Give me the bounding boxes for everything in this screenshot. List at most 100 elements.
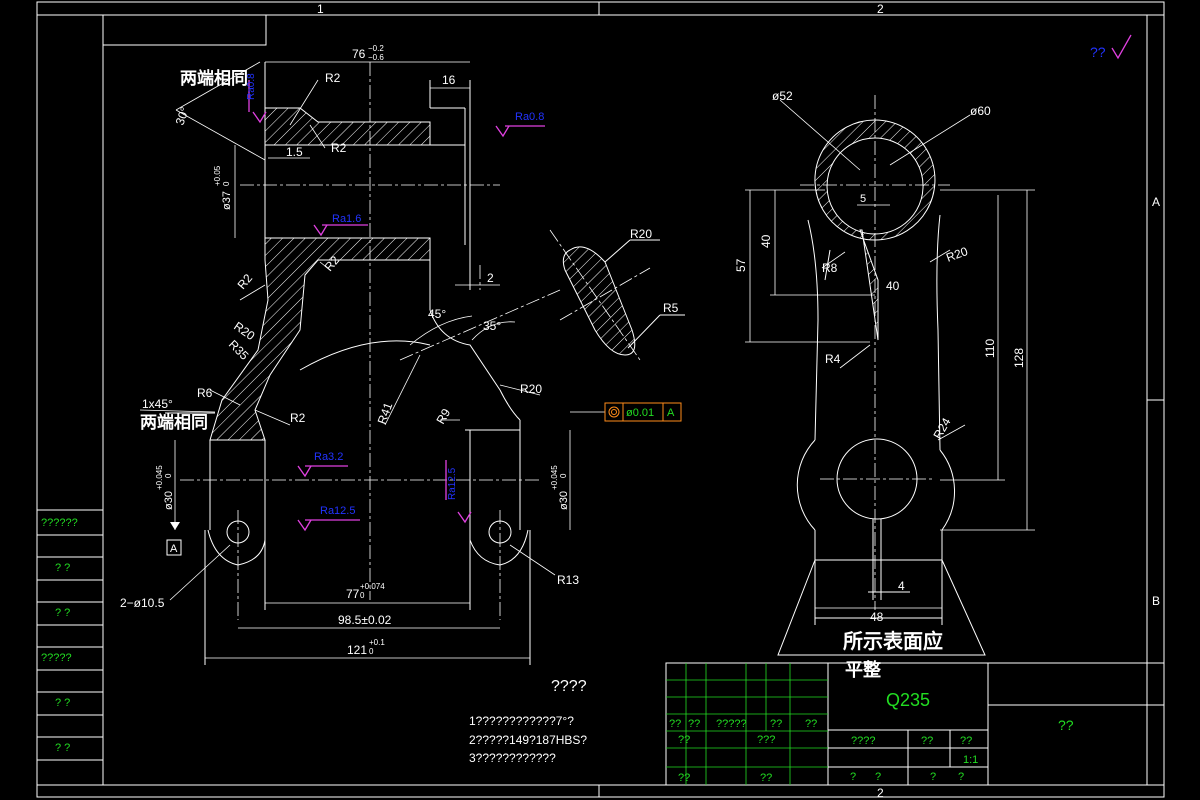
angle-45: 45° (428, 307, 446, 321)
side-dim-40-horizontal: 40 (886, 279, 900, 293)
stamp-label-3: ? ? (55, 607, 70, 619)
stamp-label-4: ????? (41, 652, 72, 664)
dim-121-tol-upper: +0.1 (369, 638, 385, 647)
dim-98-5: 98.5±0.02 (338, 613, 392, 627)
dim-30-left-tol-lower: 0 (164, 473, 173, 478)
dim-77: 77 (346, 587, 360, 601)
title-block (665, 662, 1165, 786)
roughness-ra-right-vertical: Ra12.5 (447, 467, 458, 500)
radius-r2-web-left: R2 (235, 271, 256, 292)
tb-scale: 1:1 (963, 754, 978, 766)
chamfer-1x45: 1x45° (142, 397, 173, 411)
tb-bottom-2: ?? (760, 772, 772, 784)
tech-req-line-1: 1????????????7°? (469, 714, 574, 728)
section-r20: R20 (630, 227, 652, 241)
tb-name: ?? (1058, 717, 1074, 733)
side-r20: R20 (944, 244, 970, 265)
zone-label-B: B (1152, 594, 1160, 608)
zone-label-2: 2 (877, 2, 884, 16)
dim-77-tol-upper: +0.074 (360, 582, 385, 591)
tb-bottom-1: ?? (678, 772, 690, 784)
tb-label-4: ?? (770, 718, 782, 730)
dim-76-tol-upper: −0.2 (368, 44, 384, 53)
dim-37-tol-lower: 0 (222, 181, 231, 186)
front-hatch-upper (264, 107, 431, 146)
stamp-label-2: ? ? (55, 562, 70, 574)
side-r4: R4 (825, 352, 841, 366)
note-both-ends-top: 两端相同 (180, 68, 248, 89)
zone-label-2-bottom: 2 (877, 786, 884, 800)
radius-r41: R41 (375, 400, 396, 426)
side-note-flat: 平整 (845, 659, 881, 681)
angle-35: 35° (483, 319, 501, 333)
technical-requirements: ???? 1????????????7°? 2?????149?187HBS? … (469, 678, 587, 765)
dim-76: 76 (352, 47, 366, 61)
side-dim-4: 4 (898, 579, 905, 593)
roughness-ra0-8: Ra0.8 (515, 111, 544, 123)
left-stamp-table (36, 509, 104, 786)
stamp-label-5: ? ? (55, 697, 70, 709)
roughness-ra1-6: Ra1.6 (332, 213, 361, 225)
front-hatch-web (209, 237, 431, 441)
dim-1-5: 1.5 (286, 145, 303, 159)
gtol-datum: A (667, 407, 675, 419)
tb-br-3: ? (930, 771, 936, 783)
side-dim-48: 48 (870, 610, 884, 624)
section-view: R20 R5 (549, 227, 685, 361)
tb-row2-2: ??? (757, 734, 775, 746)
dim-30-right-tol-lower: 0 (559, 473, 568, 478)
dim-121-tol-lower: 0 (369, 647, 374, 656)
tb-br-4: ? (958, 771, 964, 783)
dim-30-right: ø30 (558, 491, 570, 510)
dim-76-tol-lower: −0.6 (368, 53, 384, 62)
dim-16: 16 (442, 73, 456, 87)
note-both-ends-bottom: 两端相同 (140, 412, 208, 433)
side-dim-40-vertical: 40 (759, 234, 773, 248)
roughness-ra3-2: Ra3.2 (314, 451, 343, 463)
side-r8: R8 (822, 261, 838, 275)
corner-mark-text: ?? (1090, 44, 1106, 60)
radius-r6: R6 (197, 386, 213, 400)
angle-30: 30° (173, 105, 192, 127)
dim-37-tol-upper: +0.05 (213, 165, 222, 186)
dim-37: ø37 (221, 191, 233, 210)
dim-121: 121 (347, 643, 367, 657)
dim-30-right-tol-upper: +0.045 (550, 465, 559, 490)
corner-roughness-mark: ?? (1090, 34, 1132, 60)
radius-r2-mid: R2 (331, 141, 347, 155)
tb-label-3: ????? (716, 718, 747, 730)
tb-br-1: ? (850, 771, 856, 783)
dim-holes: 2−ø10.5 (120, 596, 165, 610)
side-note-surface: 所示表面应 (843, 629, 943, 653)
dim-30-left: ø30 (163, 491, 175, 510)
zone-label-A: A (1152, 195, 1160, 209)
side-dim-57: 57 (734, 258, 748, 272)
gtol-value: ø0.01 (626, 407, 654, 419)
radius-r2-bottom: R2 (290, 411, 306, 425)
radius-r2-top: R2 (325, 71, 341, 85)
dim-30-left-tol-upper: +0.045 (155, 465, 164, 490)
zone-label-1: 1 (317, 2, 324, 16)
title-block-grid (666, 663, 828, 785)
tb-col-3: ?? (960, 735, 972, 747)
side-view: ø52 ø60 5 40 57 R8 R20 40 R4 110 128 R24… (734, 89, 1035, 681)
side-d52: ø52 (772, 89, 793, 103)
datum-a: A (170, 543, 178, 555)
tb-label-2: ?? (688, 718, 700, 730)
side-r24: R24 (930, 415, 953, 441)
tb-col-2: ?? (921, 735, 933, 747)
radius-r13: R13 (557, 573, 579, 587)
roughness-ra12-5: Ra12.5 (320, 505, 355, 517)
stamp-label-6: ? ? (55, 742, 70, 754)
tech-req-line-3: 3???????????? (469, 751, 556, 765)
radius-r9: R9 (433, 406, 453, 427)
section-r5: R5 (663, 301, 679, 315)
dim-77-tol-lower: 0 (360, 591, 365, 600)
tb-label-5: ?? (805, 718, 817, 730)
roughness-ra-left-vertical: Ra0.8 (246, 73, 257, 100)
front-view: 两端相同 两端相同 76 −0.2 −0.6 16 1.5 2 ø37 +0.0… (120, 44, 682, 665)
tb-material: Q235 (886, 690, 930, 710)
tb-label-1: ?? (669, 718, 681, 730)
tb-br-2: ? (875, 771, 881, 783)
